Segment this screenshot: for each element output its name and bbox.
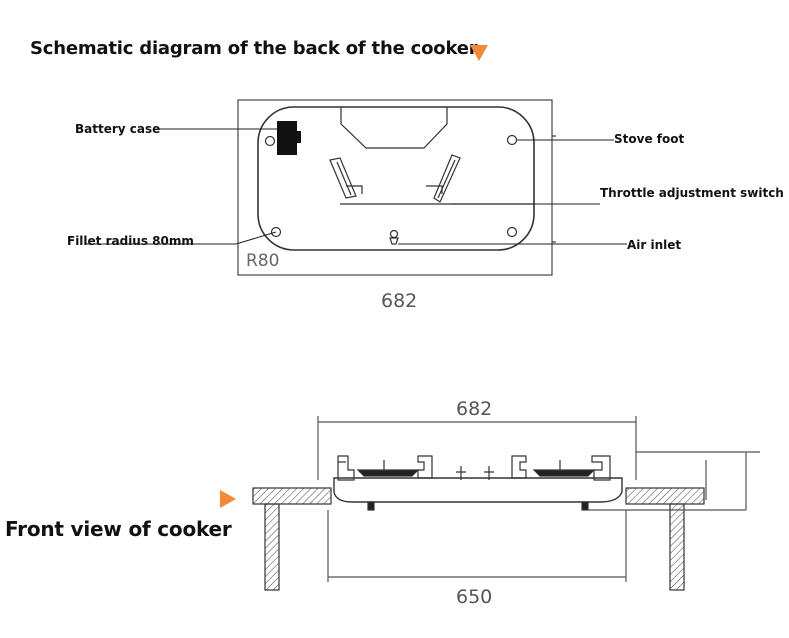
arrow-down-icon	[470, 45, 488, 61]
back-body-outline	[257, 106, 535, 251]
knob-right	[433, 154, 461, 203]
back-width-dimension: 682	[381, 290, 418, 312]
stove-foot-bottom-left	[270, 226, 282, 238]
throttle-switch-label: Throttle adjustment switch	[600, 186, 784, 200]
fillet-callout-line	[86, 231, 277, 245]
air-inlet-mark	[389, 229, 399, 239]
knob-left	[329, 157, 357, 199]
knob-right-inner	[437, 159, 456, 199]
back-view-title: Schematic diagram of the back of the coo…	[30, 38, 478, 59]
front-view-title: Front view of cooker	[5, 517, 232, 541]
back-panel-outline	[237, 99, 553, 276]
stove-foot-top-left	[264, 135, 276, 147]
arrow-right-icon	[220, 490, 236, 508]
fillet-radius-label: Fillet radius 80mm	[67, 234, 194, 248]
air-inlet-label: Air inlet	[627, 238, 682, 252]
radius-label: R80	[246, 251, 280, 271]
stove-foot-top-right	[506, 134, 518, 146]
battery-case-block	[277, 121, 297, 155]
front-top-dimension: 682	[456, 398, 493, 420]
battery-case-label: Battery case	[75, 122, 161, 136]
stove-foot-label: Stove foot	[614, 132, 685, 146]
stove-foot-bottom-right	[506, 226, 518, 238]
bracket-right	[426, 185, 443, 194]
bracket-left	[346, 185, 363, 194]
top-recess	[340, 107, 448, 149]
front-view-drawing	[252, 416, 760, 591]
front-bottom-dimension: 650	[456, 586, 493, 608]
knob-left-inner	[336, 161, 352, 196]
air-inlet-body	[389, 237, 399, 245]
